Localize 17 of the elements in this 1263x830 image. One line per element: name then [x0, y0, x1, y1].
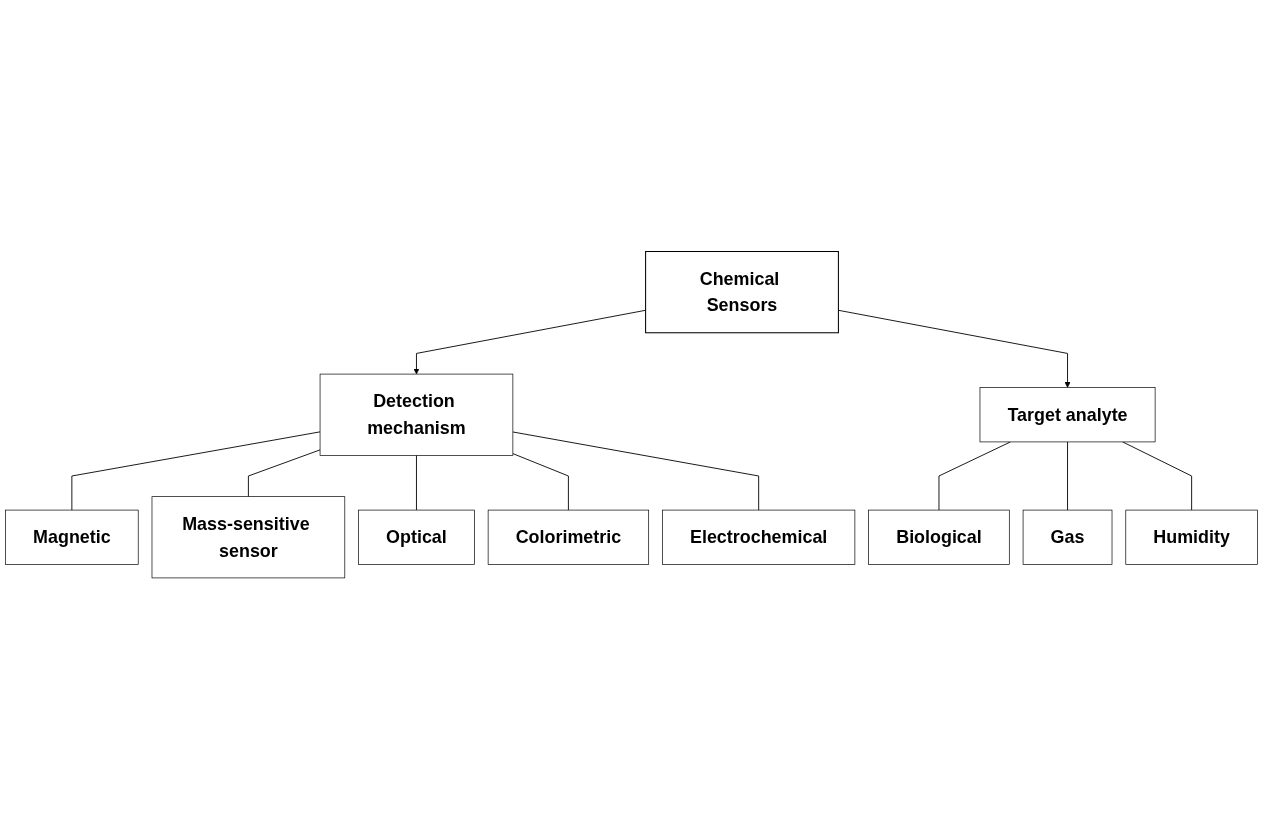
connector: [512, 431, 760, 511]
connector: [416, 455, 417, 511]
node-box: Mass-sensitive sensor: [151, 496, 346, 579]
connector: [71, 431, 321, 511]
connector: [1067, 441, 1068, 511]
node-box: Target analyte: [979, 387, 1156, 443]
connector: [247, 449, 321, 498]
node-box: Chemical Sensors: [645, 251, 839, 334]
node-box: Gas: [1022, 510, 1113, 566]
node-box: Optical: [358, 510, 475, 566]
node-box: Colorimetric: [487, 510, 650, 566]
node-box: Magnetic: [5, 510, 139, 566]
node-box: Biological: [868, 510, 1010, 566]
node-box: Detection mechanism: [319, 374, 514, 456]
connector: [512, 453, 569, 511]
node-box: Humidity: [1125, 510, 1258, 566]
node-box: Electrochemical: [662, 510, 856, 566]
